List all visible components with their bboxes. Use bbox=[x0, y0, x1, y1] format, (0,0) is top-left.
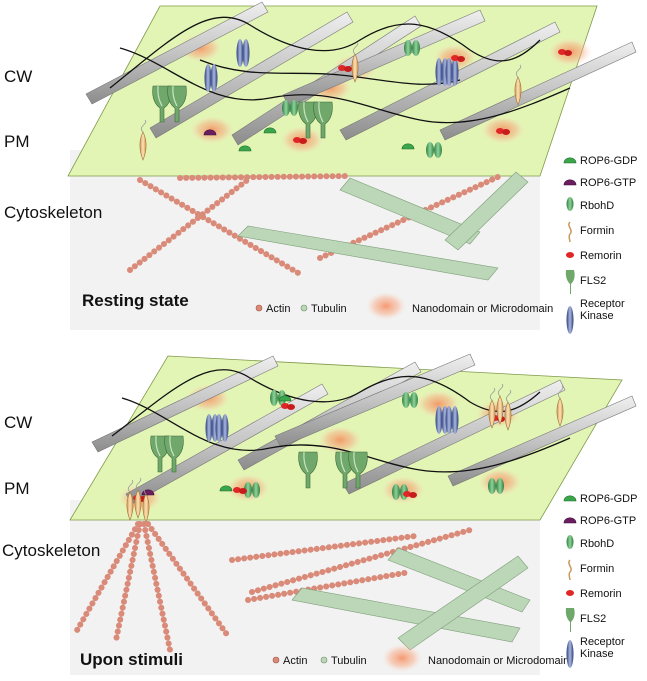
legend-receptor-kinase-label-line1: Receptor bbox=[580, 298, 625, 310]
domain-legend-label: Nanodomain or Microdomain bbox=[412, 303, 553, 315]
matrix-polymers-panel-2 bbox=[111, 369, 571, 473]
panel-2-bottom-legend: Actin Tubulin Nanodomain or Microdomain bbox=[272, 644, 569, 672]
matrix-polymers-panel-1 bbox=[109, 16, 571, 124]
legend-rop6-gtp-label: ROP6-GTP bbox=[580, 177, 636, 189]
panel-1-state-label: Resting state bbox=[82, 291, 189, 310]
legend-rop6-gdp-label: ROP6-GDP bbox=[580, 155, 637, 167]
tubulin-legend-label: Tubulin bbox=[331, 655, 367, 667]
side-legend-panel-1: ROP6-GDP ROP6-GTP RbohD Formin Remorin F… bbox=[563, 155, 637, 334]
rop6-gdp-icon bbox=[563, 495, 577, 502]
legend-remorin-label: Remorin bbox=[580, 588, 622, 600]
panel-1-cytoskeleton-label: Cytoskeleton bbox=[4, 203, 102, 222]
rbohd-icon bbox=[566, 197, 574, 211]
legend-rbohd-label: RbohD bbox=[580, 200, 614, 212]
panel-1-pm-label: PM bbox=[4, 132, 30, 151]
panel-2-pm-label: PM bbox=[4, 479, 30, 498]
panel-2-cw-label: CW bbox=[4, 413, 32, 432]
legend-fls2-label: FLS2 bbox=[580, 613, 606, 625]
remorin-icon bbox=[566, 590, 574, 596]
rop6-gdp-icon bbox=[563, 157, 577, 164]
legend-receptor-kinase-label-line1: Receptor bbox=[580, 636, 625, 648]
panel-1-bottom-legend: Actin Tubulin Nanodomain or Microdomain bbox=[255, 292, 553, 320]
legend-receptor-kinase-label-line2: Kinase bbox=[580, 648, 614, 660]
cellulose-fibrils-panel-1 bbox=[85, 1, 637, 146]
domain-glow-icon bbox=[366, 292, 406, 320]
domain-legend-label: Nanodomain or Microdomain bbox=[428, 655, 569, 667]
legend-remorin-label: Remorin bbox=[580, 250, 622, 262]
remorin-icon bbox=[566, 252, 574, 258]
rbohd-icon bbox=[566, 535, 574, 549]
formin-icon bbox=[568, 221, 572, 243]
legend-formin-label: Formin bbox=[580, 225, 614, 237]
actin-icon bbox=[272, 656, 280, 664]
actin-filaments-panel-2 bbox=[73, 521, 473, 653]
legend-rop6-gtp-label: ROP6-GTP bbox=[580, 515, 636, 527]
rop6-gtp-icon bbox=[563, 517, 577, 524]
tubulin-icon bbox=[320, 656, 328, 664]
actin-legend-label: Actin bbox=[266, 303, 290, 315]
fls2-icon bbox=[565, 270, 575, 294]
side-legend-panel-2: ROP6-GDP ROP6-GTP RbohD Formin Remorin F… bbox=[563, 493, 637, 668]
receptor-kinase-icon bbox=[566, 640, 574, 668]
tubulin-legend-label: Tubulin bbox=[311, 303, 347, 315]
domain-glow-icon bbox=[382, 644, 422, 672]
formin-icon bbox=[568, 559, 572, 581]
panel-1-cw-label: CW bbox=[4, 67, 32, 86]
panel-2-cytoskeleton-label: Cytoskeleton bbox=[2, 541, 100, 560]
legend-formin-label: Formin bbox=[580, 563, 614, 575]
legend-receptor-kinase-label-line2: Kinase bbox=[580, 310, 614, 322]
tubulin-icon bbox=[300, 304, 308, 312]
rop6-gtp-icon bbox=[563, 179, 577, 186]
fls2-icon bbox=[565, 608, 575, 632]
microtubules-panel-1 bbox=[237, 171, 529, 281]
legend-fls2-label: FLS2 bbox=[580, 275, 606, 287]
receptor-kinase-icon bbox=[566, 306, 574, 334]
microtubules-panel-2 bbox=[291, 547, 531, 651]
cytoskeleton-panel-2 bbox=[73, 521, 531, 653]
actin-icon bbox=[255, 304, 263, 312]
actin-legend-label: Actin bbox=[283, 655, 307, 667]
legend-rop6-gdp-label: ROP6-GDP bbox=[580, 493, 637, 505]
panel-2-state-label: Upon stimuli bbox=[80, 650, 183, 669]
cytoskeleton-panel-1 bbox=[127, 171, 529, 281]
legend-rbohd-label: RbohD bbox=[580, 538, 614, 550]
